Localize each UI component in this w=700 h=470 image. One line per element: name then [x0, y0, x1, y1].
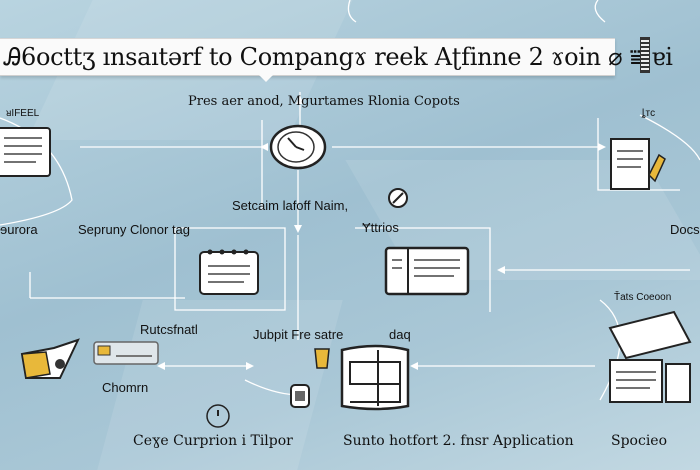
chomm-label: Chomrn — [102, 380, 149, 395]
left-mid-label: ɘurora — [0, 222, 38, 237]
lower-center-b-label: daq — [389, 327, 411, 342]
folder-stack-icon — [340, 344, 410, 411]
notebook-icon — [199, 249, 259, 295]
left-center-label: Sepruny Clonor tag — [78, 222, 191, 237]
timer-icon — [206, 404, 230, 428]
center-sub-label: Ɏttrios — [362, 220, 399, 235]
open-folder-icon — [384, 246, 470, 296]
jar-icon — [290, 384, 310, 408]
top-right-label: ȴᴛc — [642, 108, 656, 119]
lower-center-label: Jubpit Fre satre — [253, 327, 344, 342]
lower-left-label: Rutcsfnatl — [140, 322, 198, 337]
stopwatch-icon — [269, 124, 327, 170]
credit-card-icon — [93, 341, 159, 365]
banner-title: Ꭿ6octtʒ ınsaıtərf to Compangɤ reek Aʈfin… — [4, 43, 673, 71]
bottom-left-label: Ceɣe Curprion i Tilpor — [133, 433, 293, 449]
documents-pile-icon — [608, 310, 692, 403]
gear-icon — [388, 188, 408, 208]
shopping-bag-icon — [20, 338, 80, 379]
clipboard-pencil-icon — [610, 138, 666, 190]
document-stack-icon — [0, 127, 51, 177]
title-banner: Ꭿ6octtʒ ınsaıtərf to Compangɤ reek Aʈfin… — [0, 38, 673, 76]
banner-pointer — [258, 74, 274, 82]
scroll-icon — [640, 37, 650, 73]
bottom-center-label: Sunto hotfort 2. fnsr Application — [343, 433, 574, 449]
cup-icon — [314, 348, 330, 369]
bottom-right-label: Spocieo — [611, 433, 668, 449]
top-center-label: Pres aer anod, Mgurtames Rlonia Copots — [188, 94, 460, 109]
center-mid-label: Setcaim lafoff Naim, — [232, 198, 349, 213]
right-small-label: Ťats Coeoon — [614, 292, 672, 303]
top-left-label: ᴚIFEEL — [6, 108, 40, 119]
right-mid-label: Docs — [670, 222, 700, 237]
